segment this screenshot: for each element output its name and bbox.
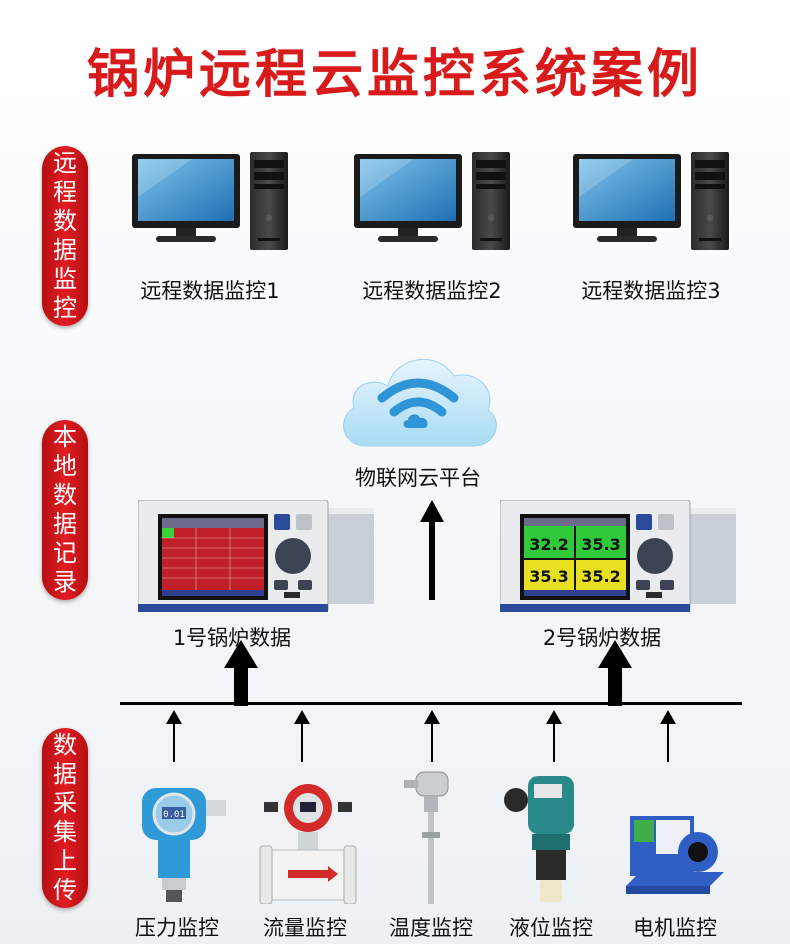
temperature-sensor-icon	[396, 764, 466, 906]
label-char: 程	[53, 178, 77, 206]
remote-computer-1	[132, 152, 292, 252]
label-char: 传	[53, 876, 77, 904]
sensor-label-flow: 流量监控	[263, 916, 347, 940]
flow-meter-icon	[252, 780, 362, 904]
cloud-label: 物联网云平台	[355, 466, 481, 490]
label-char: 上	[53, 847, 77, 875]
recorder-2: 32.2 35.3 35.3 35.2	[500, 500, 738, 612]
label-char: 数	[53, 481, 77, 509]
computer-icon	[354, 152, 514, 252]
label-char: 集	[53, 818, 77, 846]
label-char: 监	[53, 265, 77, 293]
label-char: 录	[53, 568, 77, 596]
pressure-display-value: 0.01	[163, 810, 185, 820]
label-char: 数	[53, 731, 77, 759]
sensor-label-temperature: 温度监控	[389, 916, 473, 940]
label-char: 本	[53, 423, 77, 451]
recorder-label-2: 2号锅炉数据	[542, 626, 662, 650]
page-title: 锅炉远程云监控系统案例	[86, 45, 703, 105]
label-char: 据	[53, 510, 77, 538]
reading-value: 32.2	[529, 535, 568, 554]
computer-icon	[132, 152, 292, 252]
arrow-to-recorder-1	[224, 640, 258, 706]
label-char: 数	[53, 207, 77, 235]
label-char: 据	[53, 760, 77, 788]
arrow-sensor-5	[660, 710, 676, 762]
label-char: 记	[53, 539, 77, 567]
motor-sensor-icon	[620, 800, 730, 904]
cloud-icon	[336, 342, 500, 452]
sensor-label-motor: 电机监控	[633, 916, 717, 940]
arrow-to-cloud	[420, 500, 444, 600]
arrow-sensor-3	[424, 710, 440, 762]
reading-value: 35.2	[581, 567, 620, 586]
computer-label-3: 远程数据监控3	[581, 279, 721, 303]
section-label-remote: 远程数据监控	[42, 146, 88, 326]
arrow-sensor-4	[546, 710, 562, 762]
section-label-local: 本地数据记录	[42, 420, 88, 600]
label-char: 采	[53, 789, 77, 817]
sensor-label-pressure: 压力监控	[135, 916, 219, 940]
computer-label-1: 远程数据监控1	[140, 279, 280, 303]
section-label-collect: 数据采集上传	[42, 728, 88, 908]
sensor-label-level: 液位监控	[509, 916, 593, 940]
level-sensor-icon	[498, 768, 598, 904]
arrow-to-recorder-2	[598, 640, 632, 706]
remote-computer-3	[573, 152, 733, 252]
recorder-1	[138, 500, 376, 612]
computer-label-2: 远程数据监控2	[362, 279, 502, 303]
label-char: 地	[53, 452, 77, 480]
label-char: 远	[53, 149, 77, 177]
data-bus-line	[120, 702, 742, 705]
reading-value: 35.3	[581, 535, 620, 554]
arrow-sensor-1	[166, 710, 182, 762]
arrow-sensor-2	[294, 710, 310, 762]
label-char: 据	[53, 236, 77, 264]
remote-computer-2	[354, 152, 514, 252]
reading-value: 35.3	[529, 567, 568, 586]
pressure-sensor-icon: 0.01	[132, 774, 232, 904]
computer-icon	[573, 152, 733, 252]
recorder-label-1: 1号锅炉数据	[172, 626, 292, 650]
label-char: 控	[53, 294, 77, 322]
